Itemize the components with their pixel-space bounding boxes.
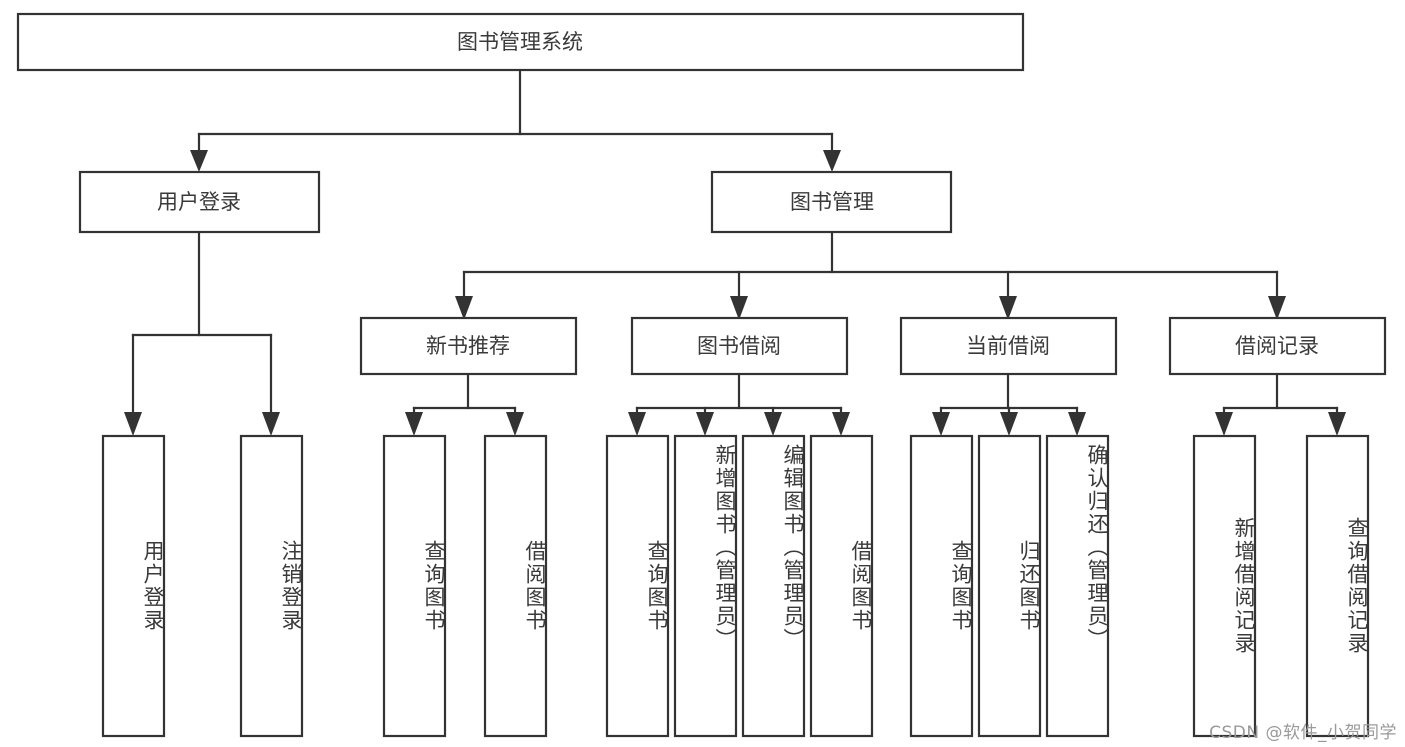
arrow-to-borrow	[730, 296, 748, 320]
leaf-box-current-return[interactable]	[977, 434, 1042, 738]
arrow-to-user-login	[190, 150, 208, 172]
node-new-book-recommend[interactable]: 新书推荐	[359, 316, 578, 376]
node-book-borrow-box[interactable]	[630, 316, 849, 376]
arrow-to-current	[999, 296, 1017, 320]
node-book-borrow-label: 图书借阅	[697, 334, 781, 358]
node-current-borrow-box[interactable]	[899, 316, 1118, 376]
connector-layer	[124, 68, 1346, 436]
csdn-watermark: CSDN @软件_小贺同学	[1209, 723, 1397, 743]
arrow-leaf-user-login	[124, 412, 142, 436]
leaf-box-current-query[interactable]	[909, 434, 974, 738]
leaf-box-layer	[101, 434, 1370, 738]
leaf-box-current-confirm[interactable]	[1045, 434, 1110, 738]
leaf-box-record-query[interactable]	[1305, 434, 1370, 738]
node-book-borrow[interactable]: 图书借阅	[630, 316, 849, 376]
arrow-newbook-query	[405, 412, 423, 436]
arrow-to-book-manage	[823, 150, 841, 172]
leaf-box-borrow-query[interactable]	[605, 434, 670, 738]
leaf-box-borrow-lend[interactable]	[809, 434, 874, 738]
node-user-login-box[interactable]	[78, 170, 321, 234]
arrow-borrow-query	[628, 412, 646, 436]
node-current-borrow-label: 当前借阅	[966, 334, 1050, 358]
arrow-record-add	[1215, 412, 1233, 436]
arrow-current-query	[932, 412, 950, 436]
node-borrow-record-label: 借阅记录	[1235, 334, 1319, 358]
arrow-newbook-borrow	[506, 412, 524, 436]
node-root-label: 图书管理系统	[457, 30, 583, 54]
node-new-book-recommend-box[interactable]	[359, 316, 578, 376]
arrow-current-confirm	[1068, 412, 1086, 436]
node-book-manage-label: 图书管理	[790, 190, 874, 214]
node-current-borrow[interactable]: 当前借阅	[899, 316, 1118, 376]
node-book-manage[interactable]: 图书管理	[710, 170, 953, 234]
leaf-box-logout[interactable]	[239, 434, 304, 738]
arrow-current-return	[1000, 412, 1018, 436]
node-user-login[interactable]: 用户登录	[78, 170, 321, 234]
arrow-borrow-lend	[832, 412, 850, 436]
arrow-to-newbook	[455, 296, 473, 320]
arrow-borrow-add	[696, 412, 714, 436]
leaf-box-newbook-borrow[interactable]	[483, 434, 548, 738]
node-borrow-record-box[interactable]	[1168, 316, 1387, 376]
leaf-box-user-login[interactable]	[101, 434, 166, 738]
arrow-record-query	[1328, 412, 1346, 436]
leaf-box-newbook-query[interactable]	[382, 434, 447, 738]
arrow-borrow-edit	[764, 412, 782, 436]
node-user-login-label: 用户登录	[157, 190, 241, 214]
arrow-leaf-logout	[262, 412, 280, 436]
node-borrow-record[interactable]: 借阅记录	[1168, 316, 1387, 376]
node-root-box[interactable]	[16, 12, 1025, 72]
leaf-box-borrow-add[interactable]	[673, 434, 738, 738]
leaf-box-borrow-edit[interactable]	[741, 434, 806, 738]
node-root-book-system[interactable]: 图书管理系统	[16, 12, 1025, 72]
arrow-to-record	[1268, 296, 1286, 320]
leaf-box-record-add[interactable]	[1192, 434, 1257, 738]
node-new-book-recommend-label: 新书推荐	[426, 334, 510, 358]
node-book-manage-box[interactable]	[710, 170, 953, 234]
